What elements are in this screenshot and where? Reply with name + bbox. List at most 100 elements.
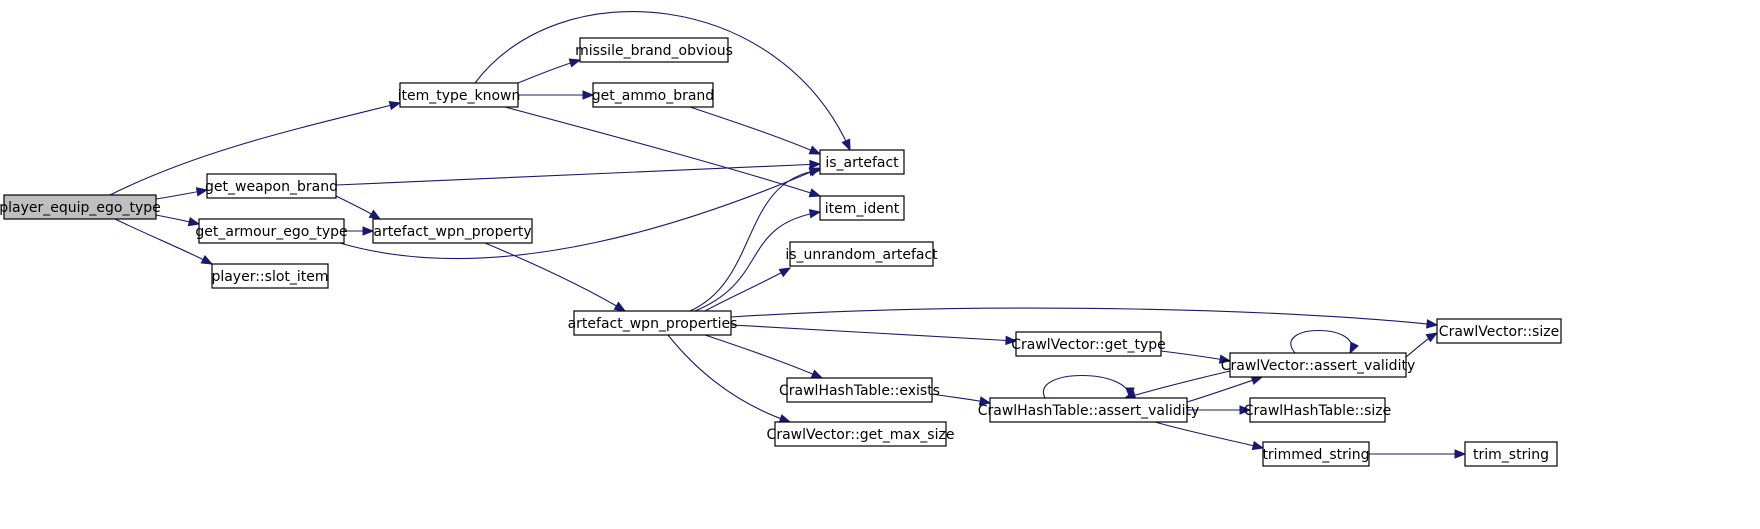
node-box	[3, 194, 157, 220]
node-label: trim_string	[1473, 447, 1549, 463]
edge-artefact_wpn_properties-to-crawlvector_get_max_size	[667, 334, 791, 423]
nodes-layer: player_equip_ego_type item_type_known miss…	[0, 37, 1562, 467]
arrowhead-crawlvector_assert_validity-to-crawlvector_size	[1425, 332, 1439, 343]
node-box	[198, 218, 345, 244]
arrowhead-player_equip_ego_type-to-get_weapon_brand	[195, 187, 209, 197]
node-label: get_armour_ego_type	[195, 224, 347, 240]
node-label: CrawlHashTable::exists	[779, 383, 940, 399]
arrowhead-player_equip_ego_type-to-player_slot_item	[200, 254, 214, 265]
node-box	[819, 195, 905, 221]
node-box	[786, 377, 933, 403]
arrowhead-player_equip_ego_type-to-get_armour_ego_type	[187, 217, 201, 227]
node-box	[211, 263, 329, 289]
node-label: CrawlHashTable::size	[1244, 403, 1392, 419]
node-label: CrawlVector::get_max_size	[767, 427, 955, 443]
node-box	[372, 218, 533, 244]
edge-artefact_wpn_properties-to-crawlvector_size	[730, 307, 1438, 326]
node-label: player::slot_item	[211, 269, 328, 285]
node-label: player_equip_ego_type	[0, 200, 161, 216]
node-is-artefact[interactable]: is_artefact	[819, 149, 905, 175]
edge-item_type_known-to-item_ident	[504, 106, 821, 197]
node-box	[819, 149, 905, 175]
arrowhead-crawlvector_assert_validity-to-crawlvector_assert_validity	[1349, 341, 1359, 355]
node-crawlhashtable-size[interactable]: CrawlHashTable::size	[1244, 397, 1392, 423]
node-label: is_unrandom_artefact	[785, 247, 938, 263]
edge-artefact_wpn_property-to-artefact_wpn_properties	[484, 242, 626, 312]
edge-get_ammo_brand-to-is_artefact	[689, 106, 821, 155]
edge-get_weapon_brand-to-is_artefact	[335, 163, 821, 186]
arrowhead-get_weapon_brand-to-is_artefact	[809, 159, 822, 170]
arrowhead-crawlhashtable_assert_validity-to-crawlhashtable_assert_validity	[1125, 387, 1135, 400]
node-label: CrawlHashTable::assert_validity	[978, 403, 1200, 419]
edge-artefact_wpn_properties-to-is_unrandom_artefact	[704, 267, 791, 312]
node-player-equip-ego-type[interactable]: player_equip_ego_type	[0, 194, 161, 220]
arrowhead-trimmed_string-to-trim_string	[1454, 449, 1467, 459]
node-label: item_type_known	[398, 88, 521, 104]
node-trimmed-string[interactable]: trimmed_string	[1262, 441, 1370, 467]
edge-artefact_wpn_properties-to-crawlvector_get_type	[730, 324, 1017, 342]
edge-crawlvector_assert_validity-to-crawlvector_assert_validity	[1290, 330, 1353, 354]
node-box	[989, 397, 1188, 423]
node-crawlvector-get-max-size[interactable]: CrawlVector::get_max_size	[767, 421, 955, 447]
edges-layer	[109, 10, 1467, 459]
node-get-ammo-brand[interactable]: get_ammo_brand	[592, 82, 714, 108]
node-box	[1262, 441, 1370, 467]
node-box	[789, 241, 934, 267]
edge-get_armour_ego_type-to-is_artefact	[339, 167, 821, 260]
node-box	[579, 37, 729, 63]
node-box	[1249, 397, 1386, 423]
arrowhead-crawlvector_get_type-to-crawlvector_assert_validity	[1218, 354, 1232, 364]
arrowhead-item_type_known-to-get_ammo_brand	[582, 90, 595, 100]
arrowhead-get_armour_ego_type-to-artefact_wpn_property	[362, 226, 375, 236]
node-crawlhashtable-exists[interactable]: CrawlHashTable::exists	[779, 377, 940, 403]
node-label: CrawlVector::size	[1439, 324, 1559, 340]
node-get-armour-ego-type[interactable]: get_armour_ego_type	[195, 218, 348, 244]
arrowhead-crawlhashtable_exists-to-crawlhashtable_assert_validity	[978, 396, 992, 406]
arrowhead-artefact_wpn_properties-to-crawlvector_get_type	[1005, 335, 1018, 346]
node-box	[774, 421, 947, 447]
node-box	[1015, 331, 1162, 357]
arrowhead-crawlhashtable_assert_validity-to-crawlhashtable_size	[1239, 405, 1252, 415]
arrowhead-item_type_known-to-missile_brand_obvious	[568, 58, 582, 68]
node-crawlvector-size[interactable]: CrawlVector::size	[1436, 318, 1562, 344]
node-label: get_ammo_brand	[592, 88, 714, 104]
node-box	[1464, 441, 1558, 467]
arrowhead-crawlhashtable_assert_validity-to-crawlvector_assert_validity	[1250, 375, 1264, 385]
node-item-ident[interactable]: item_ident	[819, 195, 905, 221]
node-player-slot-item[interactable]: player::slot_item	[211, 263, 329, 289]
edge-crawlvector_assert_validity-to-crawlhashtable_assert_validity	[1124, 370, 1231, 399]
node-box	[592, 82, 714, 108]
arrowhead-artefact_wpn_properties-to-is_unrandom_artefact	[778, 267, 792, 278]
node-get-weapon-brand[interactable]: get_weapon_brand	[205, 173, 338, 199]
edge-crawlhashtable_assert_validity-to-trimmed_string	[1154, 421, 1264, 449]
node-box	[1436, 318, 1562, 344]
node-label: CrawlVector::get_type	[1011, 337, 1166, 353]
node-box	[573, 310, 732, 336]
node-artefact-wpn-property[interactable]: artefact_wpn_property	[372, 218, 533, 244]
node-artefact-wpn-properties[interactable]: artefact_wpn_properties	[568, 310, 738, 336]
node-label: is_artefact	[825, 155, 899, 171]
node-label: item_ident	[825, 201, 900, 217]
node-missile-brand-obvious[interactable]: missile_brand_obvious	[575, 37, 733, 63]
node-label: artefact_wpn_properties	[568, 316, 738, 332]
node-trim-string[interactable]: trim_string	[1464, 441, 1558, 467]
node-crawlvector-get-type[interactable]: CrawlVector::get_type	[1011, 331, 1166, 357]
edge-artefact_wpn_properties-to-item_ident	[694, 211, 821, 312]
node-crawlhashtable-assert-validity[interactable]: CrawlHashTable::assert_validity	[978, 397, 1200, 423]
arrowhead-artefact_wpn_property-to-artefact_wpn_properties	[613, 301, 627, 312]
node-box	[399, 82, 519, 108]
edge-crawlhashtable_assert_validity-to-crawlhashtable_assert_validity	[1042, 375, 1131, 399]
node-crawlvector-assert-validity[interactable]: CrawlVector::assert_validity	[1221, 352, 1415, 378]
edge-player_equip_ego_type-to-item_type_known	[109, 102, 401, 196]
node-box	[1229, 352, 1407, 378]
node-item-type-known[interactable]: item_type_known	[398, 82, 521, 108]
node-label: trimmed_string	[1262, 447, 1369, 463]
arrowhead-artefact_wpn_properties-to-crawlvector_size	[1426, 319, 1439, 329]
arrowhead-item_type_known-to-is_artefact	[841, 138, 851, 152]
node-label: missile_brand_obvious	[575, 43, 733, 59]
node-label: get_weapon_brand	[205, 179, 338, 195]
node-box	[206, 173, 337, 199]
node-is-unrandom-artefact[interactable]: is_unrandom_artefact	[785, 241, 938, 267]
edge-item_type_known-to-is_artefact	[474, 10, 851, 151]
